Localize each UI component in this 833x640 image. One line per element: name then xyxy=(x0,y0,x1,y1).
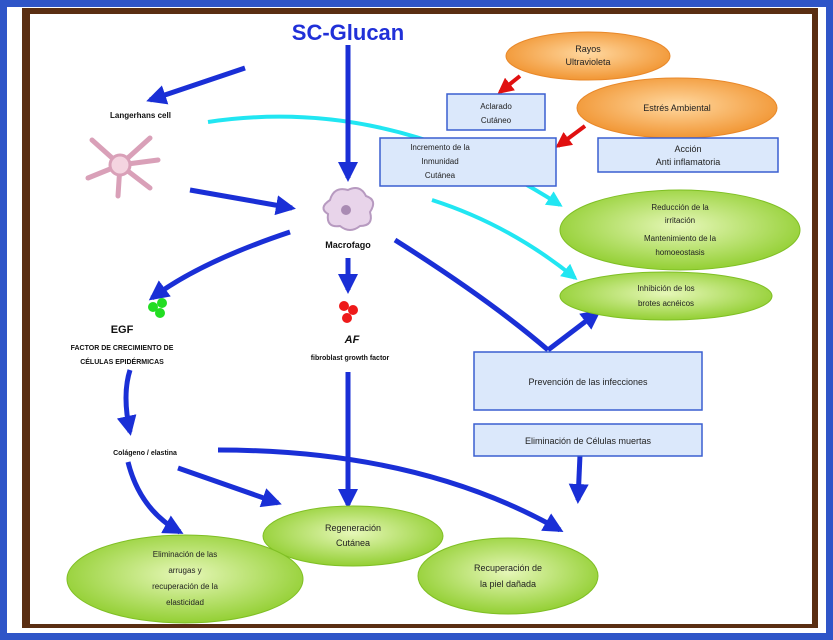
oval-estres-ambiental: Estrés Ambiental xyxy=(576,77,778,139)
oval-inhibicion-brotes: Inhibición de los brotes acnéicos xyxy=(559,271,773,321)
estres-text: Estrés Ambiental xyxy=(643,103,711,113)
arrow-colageno-recuperacion xyxy=(217,447,564,533)
af-sub: fibroblast growth factor xyxy=(311,355,390,362)
arrow-langerhans-macrophage xyxy=(189,187,296,216)
accion-text-2: Anti inflamatoria xyxy=(656,157,721,167)
regeneracion-text-1: Regeneración xyxy=(325,523,381,533)
recuperacion-text-1: Recuperación de xyxy=(474,563,542,573)
arrow-macrophage-prevencion xyxy=(393,237,550,352)
oval-rayos-ultravioleta: Rayos Ultravioleta xyxy=(505,31,671,81)
reduccion-text-2: irritación xyxy=(665,216,695,225)
langerhans-label: Langerhans cell xyxy=(110,111,171,120)
egf-sub2: CÉLULAS EPIDÉRMICAS xyxy=(80,357,164,366)
box-incremento-inmunidad: Incremento de la Inmunidad Cutánea xyxy=(379,137,557,187)
arrugas-text-2: arrugas y xyxy=(168,566,201,575)
egf-label: EGF xyxy=(111,324,134,336)
arrow-glucan-langerhans xyxy=(146,65,246,105)
arrow-colageno-regeneracion xyxy=(177,465,282,508)
arrow-to-inhibicion xyxy=(546,309,602,352)
af-label: AF xyxy=(344,334,360,346)
box-eliminacion-celulas: Eliminación de Células muertas xyxy=(473,423,703,457)
oval-eliminacion-arrugas: Eliminación de las arrugas y recuperació… xyxy=(66,534,304,624)
arrugas-text-4: elasticidad xyxy=(166,598,204,607)
blue-arrows xyxy=(116,45,602,535)
inmunidad-text-2: Inmunidad xyxy=(421,157,458,166)
oval-regeneracion-cutanea: Regeneración Cutánea xyxy=(262,505,444,567)
rayos-text-2: Ultravioleta xyxy=(565,57,610,67)
red-arrow-estres xyxy=(555,124,587,148)
macrophage-icon xyxy=(322,187,375,231)
arrugas-text-1: Eliminación de las xyxy=(153,550,217,559)
accion-text-1: Acción xyxy=(674,144,701,154)
recuperacion-text-2: la piel dañada xyxy=(480,579,536,589)
egf-molecule-icon xyxy=(148,298,167,318)
eliminacion-celulas-text: Eliminación de Células muertas xyxy=(525,436,652,446)
arrow-macrophage-egf xyxy=(148,229,291,301)
collagen-label: Colágeno / elastina xyxy=(113,450,177,457)
regeneracion-text-2: Cutánea xyxy=(336,538,370,548)
inhibicion-text-2: brotes acnéicos xyxy=(638,299,694,308)
red-arrows xyxy=(497,74,587,148)
box-aclarado-cutaneo: Aclarado Cutáneo xyxy=(446,93,546,131)
prevencion-text: Prevención de las infecciones xyxy=(528,377,648,387)
inmunidad-text-1: Incremento de la xyxy=(410,143,470,152)
arrugas-text-3: recuperación de la xyxy=(152,582,218,591)
langerhans-cell-icon xyxy=(85,135,161,199)
oval-reduccion-irritacion: Reducción de la irritación Mantenimiento… xyxy=(559,189,801,271)
reduccion-text-3: Mantenimiento de la xyxy=(644,234,717,243)
aclarado-text-1: Aclarado xyxy=(480,102,512,111)
inmunidad-text-3: Cutánea xyxy=(425,171,456,180)
box-prevencion-infecciones: Prevención de las infecciones xyxy=(473,351,703,411)
box-accion-antiinflamatoria: Acción Anti inflamatoria xyxy=(597,137,779,173)
diagram-title: SC-Glucan xyxy=(292,20,404,45)
reduccion-text-1: Reducción de la xyxy=(651,203,709,212)
cyan-arrow-macro-inhibicion xyxy=(431,198,578,281)
arrow-colageno-arrugas xyxy=(125,461,184,535)
arrow-egf-colageno xyxy=(116,369,137,436)
egf-sub1: FACTOR DE CRECIMIENTO DE xyxy=(71,345,174,352)
af-molecule-icon xyxy=(339,301,358,323)
inhibicion-text-1: Inhibición de los xyxy=(637,284,694,293)
aclarado-text-2: Cutáneo xyxy=(481,116,512,125)
rayos-text-1: Rayos xyxy=(575,44,601,54)
reduccion-text-4: homoeostasis xyxy=(655,248,704,257)
red-arrow-rayos xyxy=(497,74,522,94)
oval-recuperacion-piel: Recuperación de la piel dañada xyxy=(417,537,599,615)
macrophage-label: Macrofago xyxy=(325,240,371,250)
arrow-eliminacion-down xyxy=(568,454,589,504)
